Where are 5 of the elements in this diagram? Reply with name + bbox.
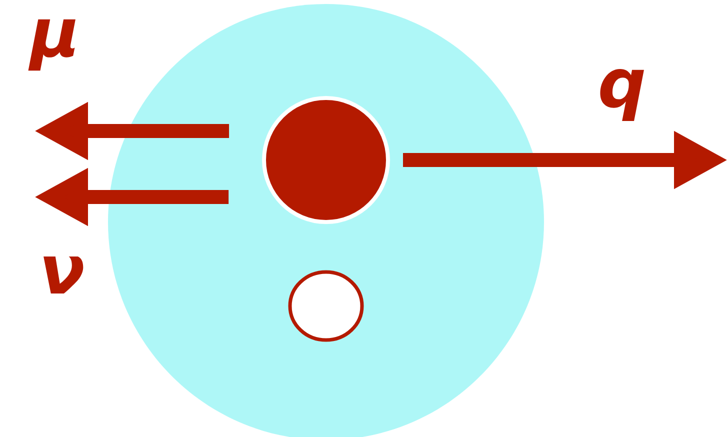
filled-circle — [262, 96, 390, 224]
edge-label: ν — [44, 256, 84, 294]
edge-label: q — [600, 68, 644, 122]
edge-label: μ — [28, 19, 76, 71]
hollow-circle — [288, 270, 364, 342]
